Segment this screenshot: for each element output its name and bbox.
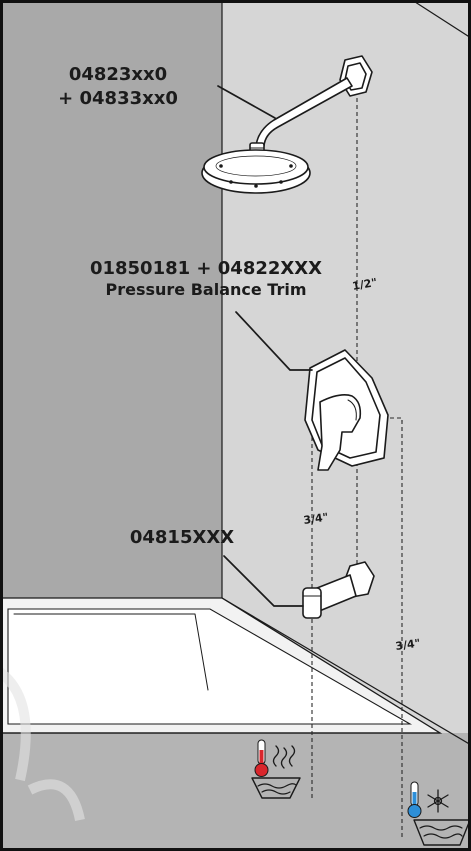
pressure-balance-trim [304, 349, 389, 471]
shower-arm-label-line1: 04823xx0 [69, 64, 167, 85]
trim-label-line2: Pressure Balance Trim [106, 280, 307, 299]
leader-lines [217, 85, 313, 607]
tub-spout [302, 561, 375, 619]
thermometer-cold-icon [407, 781, 471, 846]
shower-arm-label-line2: + 04833xx0 [58, 88, 178, 109]
left-wall [0, 0, 222, 598]
spout-label: 04815XXX [130, 527, 234, 548]
supply-lines [311, 98, 403, 840]
bathtub [0, 597, 471, 746]
shower-head-assembly [201, 55, 373, 194]
thermometer-hot-icon [251, 739, 301, 799]
pipe-size-three-quarter-2: 3/4" [395, 637, 422, 653]
trim-label-line1: 01850181 + 04822XXX [90, 258, 322, 279]
pipe-size-half: 1/2" [351, 276, 378, 293]
pipe-size-three-quarter-1: 3/4" [303, 511, 330, 527]
floor [0, 733, 471, 851]
